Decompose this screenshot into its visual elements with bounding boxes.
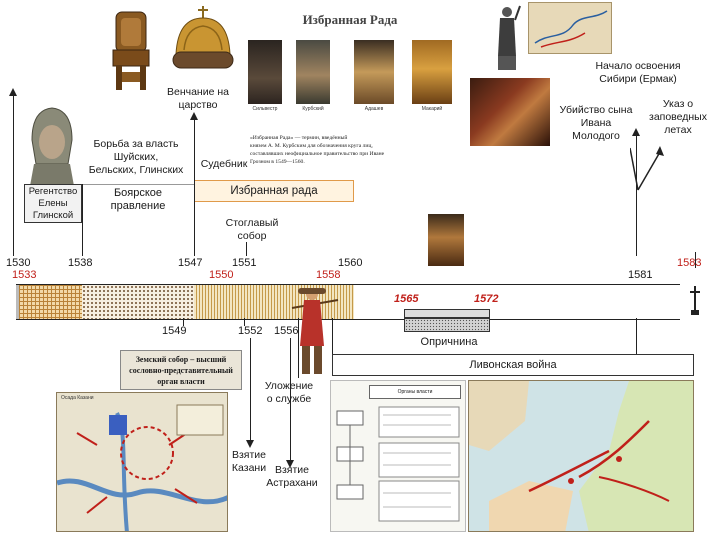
oprichnina-top-bar — [404, 309, 490, 318]
yermak-map-image — [528, 2, 612, 54]
marker-1538 — [82, 184, 83, 256]
portrait-caption-adashev: Адашев — [364, 106, 384, 112]
rada-description-line: князем А. М. Курбским для обозначения кр… — [250, 143, 373, 149]
label-coronation: Венчание на царство — [166, 86, 229, 111]
rada-description: «Избранная Рада» — термин, введённый кня… — [250, 134, 460, 166]
portrait-caption-sylvester: Сильвестр — [252, 106, 278, 112]
year-1556: 1556 — [274, 325, 299, 337]
marker-kazan — [246, 338, 254, 448]
elena-glinskaya-bust — [26, 104, 78, 186]
throne-image — [108, 8, 154, 92]
power-diagram-title: Органы власти — [369, 385, 461, 399]
monomakh-cap-image — [170, 4, 236, 76]
portrait-adashev — [354, 40, 394, 104]
label-power-struggle: Борьба за власть Шуйских, Бельских, Глин… — [88, 138, 184, 176]
ivan-death-arrow — [629, 144, 674, 194]
label-kazan: Взятие Казани — [231, 449, 267, 474]
year-1547: 1547 — [178, 257, 203, 269]
year-1552: 1552 — [238, 325, 263, 337]
year-1560: 1560 — [338, 257, 363, 269]
timeline-segment-grey — [16, 285, 19, 319]
timeline-band: 1565 1572 — [16, 284, 680, 320]
marker-1583 — [695, 252, 696, 268]
yermak-statue-image — [492, 2, 522, 72]
livonian-war-box: Ливонская война — [332, 354, 694, 376]
year-1550: 1550 — [209, 269, 234, 281]
page-title: Избранная Рада — [302, 12, 398, 27]
marker-1547 — [190, 112, 198, 256]
year-1581: 1581 — [628, 269, 653, 281]
ivan-painting-image — [470, 78, 550, 146]
oprichnina-bar — [404, 318, 490, 332]
livonian-war-map — [468, 380, 694, 532]
zemsky-line-2: сословно-представительный — [129, 366, 233, 375]
portrait-caption-kurbsky: Курбский — [302, 106, 324, 112]
zemsky-line-1: Земский собор – высший — [135, 355, 227, 364]
marker-1551 — [246, 242, 247, 256]
marker-1549 — [183, 318, 184, 326]
portrait-sylvester — [248, 40, 282, 104]
year-1530: 1530 — [6, 257, 31, 269]
timeline-segment-1533 — [19, 285, 82, 319]
marker-1581 — [632, 128, 640, 256]
portrait-makary — [412, 40, 452, 104]
rada-description-line: Грозном в 1549—1560. — [250, 159, 305, 165]
label-reserved-years: Указ о заповедных летах — [649, 98, 707, 136]
label-ivan-death: Убийство сына Ивана Молодого — [559, 104, 633, 142]
label-sudebnik: Судебник — [200, 158, 248, 170]
portrait-caption-makary: Макарий — [421, 106, 443, 112]
zemsky-line-3: орган власти — [157, 377, 205, 386]
year-1583: 1583 — [677, 257, 702, 269]
marker-1556 — [298, 318, 299, 378]
kazan-siege-map: Осада Казани — [56, 392, 228, 532]
year-1533: 1533 — [12, 269, 37, 281]
rada-box: Избранная рада — [194, 180, 354, 202]
marker-1558-lower — [332, 318, 333, 354]
boyar-rule-box: Боярское правление — [82, 184, 194, 216]
ivan-portrait-small — [428, 214, 464, 266]
label-astrakhan: Взятие Астрахани — [266, 464, 318, 489]
portrait-kurbsky — [296, 40, 330, 104]
zemsky-sobor-box: Земский собор – высший сословно-представ… — [120, 350, 242, 390]
regency-box: Регентство Елены Глинской — [24, 184, 82, 223]
year-1572: 1572 — [474, 293, 499, 305]
rada-description-line: составлявших неофициальное правительство… — [250, 151, 385, 157]
year-1549: 1549 — [162, 325, 187, 337]
year-1565: 1565 — [394, 293, 419, 305]
year-1558: 1558 — [316, 269, 341, 281]
marker-astrakhan — [286, 338, 294, 468]
year-1551: 1551 — [232, 257, 257, 269]
label-stoglav: Стоглавый собор — [225, 217, 279, 242]
timeline-segment-1538 — [82, 285, 194, 319]
label-siberia: Начало освоения Сибири (Ермак) — [595, 60, 681, 85]
marker-1552 — [244, 318, 245, 326]
marker-1530 — [9, 88, 17, 256]
label-oprichnina: Опричнина — [420, 336, 478, 348]
timeline-end-cross — [688, 286, 702, 316]
streltsy-figure — [288, 286, 340, 378]
power-structure-diagram: Органы власти — [330, 380, 466, 532]
rada-description-line: «Избранная Рада» — термин, введённый — [250, 135, 348, 141]
kazan-map-caption: Осада Казани — [61, 395, 94, 401]
label-ulozhenie: Уложение о службе — [264, 380, 314, 405]
year-1538: 1538 — [68, 257, 93, 269]
marker-1581-lower — [636, 318, 637, 354]
